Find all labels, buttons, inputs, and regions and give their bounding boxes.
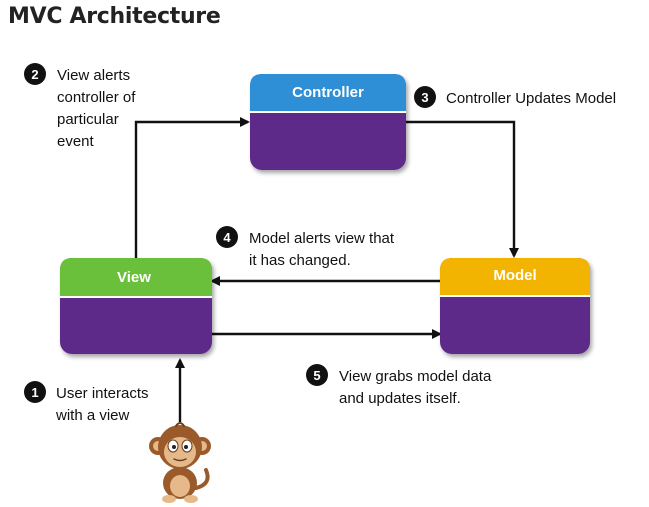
step-2-line-4: event — [57, 133, 95, 150]
model-header — [440, 258, 590, 296]
arrow-controller-to-model — [406, 120, 519, 258]
view-node — [60, 258, 212, 354]
step-1-number: 1 — [31, 385, 38, 400]
step-1-line-1: User interacts — [56, 385, 149, 402]
step-2-number: 2 — [31, 67, 38, 82]
view-label: View — [117, 269, 151, 286]
step-2: 2 View alerts controller of particular e… — [24, 63, 136, 150]
controller-node — [250, 74, 406, 170]
controller-label: Controller — [292, 84, 364, 101]
controller-header — [250, 74, 406, 112]
step-4-badge — [216, 226, 238, 248]
step-2-line-2: controller of — [57, 89, 136, 106]
step-5: 5 View grabs model data and updates itse… — [306, 364, 492, 407]
step-3-line-1: Controller Updates Model — [446, 90, 616, 107]
step-1-badge — [24, 381, 46, 403]
step-4-line-2: it has changed. — [249, 252, 351, 269]
step-3-number: 3 — [421, 90, 428, 105]
monkey-icon — [149, 422, 211, 503]
step-2-badge — [24, 63, 46, 85]
page-title: MVC Architecture — [8, 4, 221, 29]
arrow-view-to-controller — [134, 117, 250, 258]
step-3: 3 Controller Updates Model — [414, 86, 616, 108]
view-header — [60, 258, 212, 297]
model-label: Model — [493, 267, 536, 284]
step-4-line-1: Model alerts view that — [249, 230, 395, 247]
step-3-badge — [414, 86, 436, 108]
step-4: 4 Model alerts view that it has changed. — [216, 226, 395, 269]
step-1-line-2: with a view — [55, 407, 130, 424]
step-2-line-1: View alerts — [57, 67, 130, 84]
step-5-line-2: and updates itself. — [339, 390, 461, 407]
step-5-line-1: View grabs model data — [339, 368, 492, 385]
step-2-line-3: particular — [57, 111, 119, 128]
step-4-number: 4 — [223, 230, 231, 245]
arrows — [134, 117, 519, 422]
step-1: 1 User interacts with a view — [24, 381, 149, 424]
model-node — [440, 258, 590, 354]
step-5-number: 5 — [313, 368, 320, 383]
step-5-badge — [306, 364, 328, 386]
